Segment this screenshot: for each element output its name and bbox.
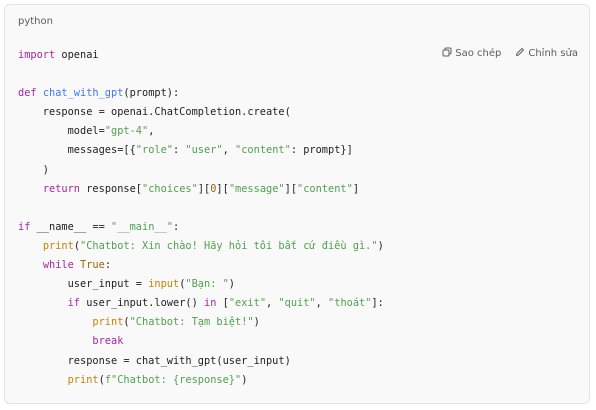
code-token: response[ [80,182,143,195]
code-token: print [67,373,99,386]
code-token: in [204,297,217,310]
code-token [18,335,92,347]
code-line: while True: [18,256,384,275]
code-token: "thoát" [328,297,372,310]
code-token: user_input = [18,278,149,291]
code-token: ( [123,316,130,329]
code-token: "content" [235,144,291,157]
code-token: 0 [210,182,217,195]
code-token: ) [18,163,49,176]
code-token: "role" [135,144,173,157]
code-token: print [42,239,74,252]
code-token: "Chatbot: Tạm biệt!" [129,316,254,329]
code-token: "Chatbot: Xin chào! Hãy hỏi tôi bất cứ đ… [80,239,378,252]
edit-button[interactable]: Chỉnh sửa [515,47,578,60]
code-token: "choices" [142,182,198,195]
code-token [18,240,43,252]
code-line [18,65,384,84]
code-token: response = chat_with_gpt(user_input) [18,354,291,367]
code-token: chat_with_gpt [42,87,124,100]
code-token: messages=[{ [18,144,136,157]
code-token: model= [18,125,105,138]
code-token: "content" [297,182,353,195]
code-token: if [18,220,31,233]
code-token: : prompt}] [290,144,353,157]
code-token: input [148,278,180,291]
code-token: , [315,297,329,310]
code-line [18,199,384,218]
code-token: , [148,125,155,138]
code-token: print [92,316,124,329]
code-token: "user" [185,144,223,157]
code-token: "quit" [278,297,316,310]
code-token: ( [98,373,105,386]
code-token: : [173,220,180,233]
code-token: : [104,259,112,272]
code-token: ) [253,316,260,329]
code-token: ][ [216,182,229,195]
code-line: response = openai.ChatCompletion.create( [18,103,384,122]
code-token: "Bạn: " [185,278,229,291]
code-token: if [67,297,81,310]
code-token: ) [228,278,235,291]
code-token: break [92,335,124,348]
code-token: response = openai.ChatCompletion.create( [18,106,291,119]
code-token: : [173,144,186,157]
code-line: if __name__ == "__main__": [18,218,384,237]
code-token: import [18,49,56,61]
code-token: "gpt-4" [104,125,149,138]
code-line: break [18,332,384,351]
code-line: print(f"Chatbot: {response}") [18,371,384,390]
copy-icon [442,47,452,60]
edit-label: Chỉnh sửa [528,48,578,59]
code-token: return [42,182,81,195]
code-line: response = chat_with_gpt(user_input) [18,352,384,371]
code-token: while [42,259,74,272]
code-line: user_input = input("Bạn: ") [18,275,384,294]
code-line: return response["choices"][0]["message"]… [18,180,384,199]
code-token: ( [73,239,81,252]
copy-label: Sao chép [455,48,502,59]
code-line: print("Chatbot: Xin chào! Hãy hỏi tôi bấ… [18,237,384,256]
code-token: def [18,87,37,100]
code-token [18,374,68,386]
code-block: python Sao chép Chỉnh sửa import openai d… [4,4,590,404]
code-token [18,316,92,328]
code-token: ][ [197,182,211,195]
code-token [18,297,68,309]
code-token: "exit" [228,297,267,310]
code-line: import openai [18,46,384,65]
code-token [18,183,43,195]
code-token: ) [241,373,248,386]
code-token: openai [55,49,99,61]
code-token: f"Chatbot: {response}" [104,373,242,386]
code-token: (prompt): [123,87,180,100]
copy-button[interactable]: Sao chép [442,47,501,60]
code-token: True [80,259,105,272]
code-token: ) [377,239,384,252]
code-token [18,259,43,271]
code-line: def chat_with_gpt(prompt): [18,84,384,103]
code-token: "__main__" [111,220,173,233]
code-actions: Sao chép Chỉnh sửa [442,47,578,60]
code-token: ][ [284,182,298,195]
code-line: ) [18,161,384,180]
code-language-label: python [18,16,53,27]
code-line: if user_input.lower() in ["exit", "quit"… [18,294,384,313]
code-line: print("Chatbot: Tạm biệt!") [18,313,384,332]
code-token: [ [216,297,229,310]
code-token: ] [352,182,360,195]
code-token: "message" [228,182,285,195]
code-token: , [266,297,279,310]
code-token: ]: [371,297,384,310]
pencil-icon [515,47,525,60]
code-line: model="gpt-4", [18,122,384,141]
code-token: ( [179,278,186,291]
code-token: __name__ == [30,220,111,233]
code-token: , [222,144,236,157]
code-token: user_input.lower() [80,297,205,310]
code-line: messages=[{"role": "user", "content": pr… [18,141,384,160]
